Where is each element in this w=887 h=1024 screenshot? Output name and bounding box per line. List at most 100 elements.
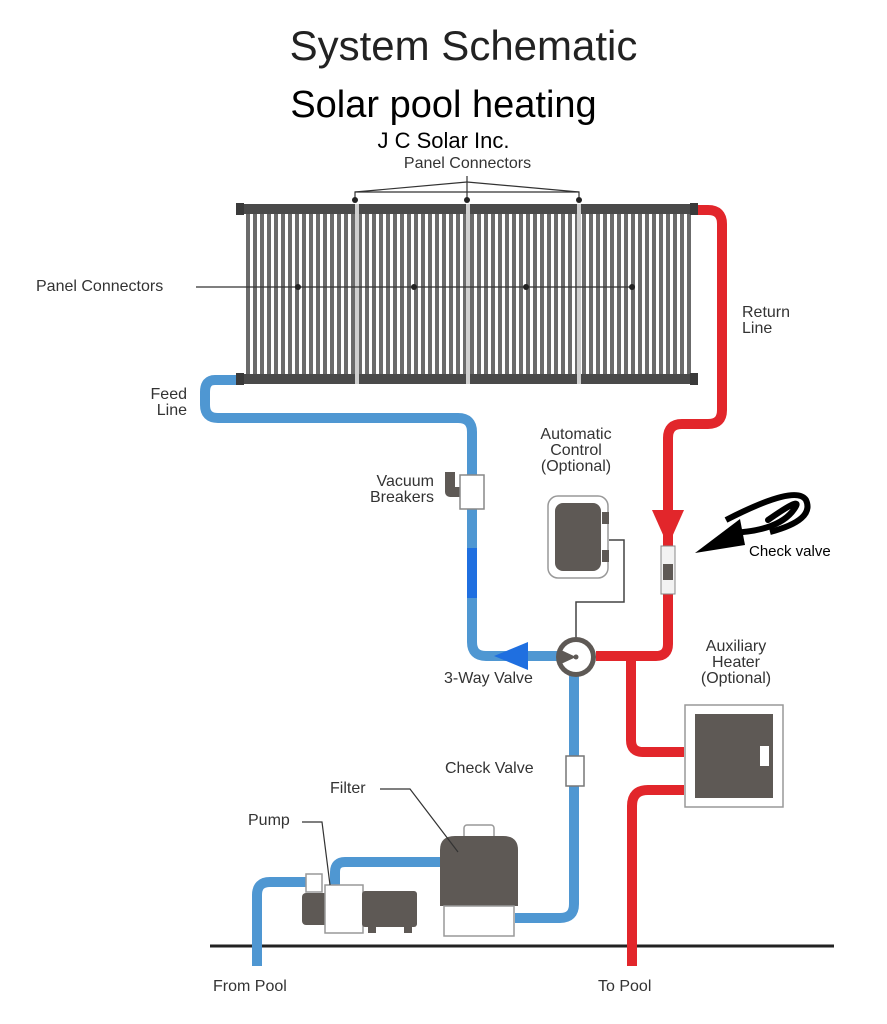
panel-tube (414, 214, 418, 374)
feed-line-label: Feed Line (150, 386, 187, 419)
panel-tube (274, 214, 278, 374)
annotation-arrow (695, 492, 811, 553)
panel-tube (302, 214, 306, 374)
panel-tube (484, 214, 488, 374)
panel-tube (512, 214, 516, 374)
panel-tube (337, 214, 341, 374)
panel-tube (582, 214, 586, 374)
solar-panels (236, 203, 698, 385)
filter-to-valve-pipe (515, 670, 579, 923)
panel-tube (540, 214, 544, 374)
filter (440, 824, 518, 937)
panel-connectors-left-label: Panel Connectors (36, 278, 164, 295)
panel-tube (477, 214, 481, 374)
panel-tube (351, 214, 355, 374)
panel-tube (603, 214, 607, 374)
panel-tube (547, 214, 551, 374)
panel-tube (449, 214, 453, 374)
panel-tube (596, 214, 600, 374)
automatic-control-label: Automatic Control (Optional) (540, 426, 612, 475)
panel-tube (358, 214, 362, 374)
panel-tube (561, 214, 565, 374)
panel-tube (316, 214, 320, 374)
panel-connectors-top-label: Panel Connectors (403, 155, 532, 172)
panel-tube (666, 214, 670, 374)
panel-tube (421, 214, 425, 374)
cold-pipes (200, 375, 579, 966)
company-name: J C Solar Inc. (377, 128, 510, 153)
feed-line-accent (467, 548, 477, 598)
panel-tube (407, 214, 411, 374)
flow-arrow-blue (494, 642, 528, 670)
to-pool-pipe (627, 785, 684, 966)
panel-tube (610, 214, 614, 374)
panel-tube (379, 214, 383, 374)
panel-tube (400, 214, 404, 374)
page-subtitle: Solar pool heating (290, 84, 597, 126)
panel-tube (638, 214, 642, 374)
auxiliary-heater (684, 704, 784, 808)
return-line-label: Return Line (742, 304, 791, 337)
panel-tube (372, 214, 376, 374)
page-title: System Schematic (289, 22, 638, 69)
filter-label: Filter (330, 780, 366, 797)
panel-tube (267, 214, 271, 374)
panel-tube (288, 214, 292, 374)
panel-tube (589, 214, 593, 374)
panel-tube (568, 214, 572, 374)
feed-line-pipe (200, 375, 562, 661)
panel-tube (645, 214, 649, 374)
panel-tube (533, 214, 537, 374)
panel-tube (617, 214, 621, 374)
panel-tube (309, 214, 313, 374)
hot-pipes (596, 205, 727, 966)
panel-tube (456, 214, 460, 374)
panel-tube (281, 214, 285, 374)
pump (302, 873, 417, 934)
panel-tube (687, 214, 691, 374)
panel-tube (386, 214, 390, 374)
check-valve-label: Check Valve (445, 760, 534, 777)
check-valve-body (565, 755, 585, 787)
panel-tube (470, 214, 474, 374)
panel-tube (393, 214, 397, 374)
automatic-controller (547, 495, 625, 640)
pump-to-filter-pipe (330, 857, 440, 895)
panel-tube (463, 214, 467, 374)
panel-tube (554, 214, 558, 374)
panel-tube (260, 214, 264, 374)
panel-tube (519, 214, 523, 374)
panel-tube (491, 214, 495, 374)
from-pool-pipe (252, 877, 312, 966)
auxiliary-heater-label: Auxiliary Heater (Optional) (700, 638, 772, 687)
return-line-pipe (596, 205, 727, 661)
to-pool-label: To Pool (598, 978, 652, 995)
panel-tube (442, 214, 446, 374)
panel-tube (680, 214, 684, 374)
panel-tube (526, 214, 530, 374)
to-heater-pipe (626, 656, 684, 757)
vacuum-breaker (445, 472, 485, 510)
panel-tube (652, 214, 656, 374)
panel-tube (659, 214, 663, 374)
panel-tube (498, 214, 502, 374)
panel-tube (295, 214, 299, 374)
panel-tube (505, 214, 509, 374)
vacuum-breakers-label: Vacuum Breakers (369, 473, 434, 506)
three-way-valve-label: 3-Way Valve (444, 670, 533, 687)
panel-tube (624, 214, 628, 374)
panel-tube (253, 214, 257, 374)
panel-tube (435, 214, 439, 374)
panel-tube (330, 214, 334, 374)
check-valve-annotation-label: Check valve (749, 543, 831, 560)
panel-tube (246, 214, 250, 374)
flow-arrow-red (652, 510, 684, 546)
panel-tube (344, 214, 348, 374)
pump-label: Pump (248, 812, 290, 829)
three-way-valve (556, 637, 596, 677)
panel-tube (631, 214, 635, 374)
panel-tube (428, 214, 432, 374)
panel-tube (365, 214, 369, 374)
from-pool-label: From Pool (213, 978, 287, 995)
